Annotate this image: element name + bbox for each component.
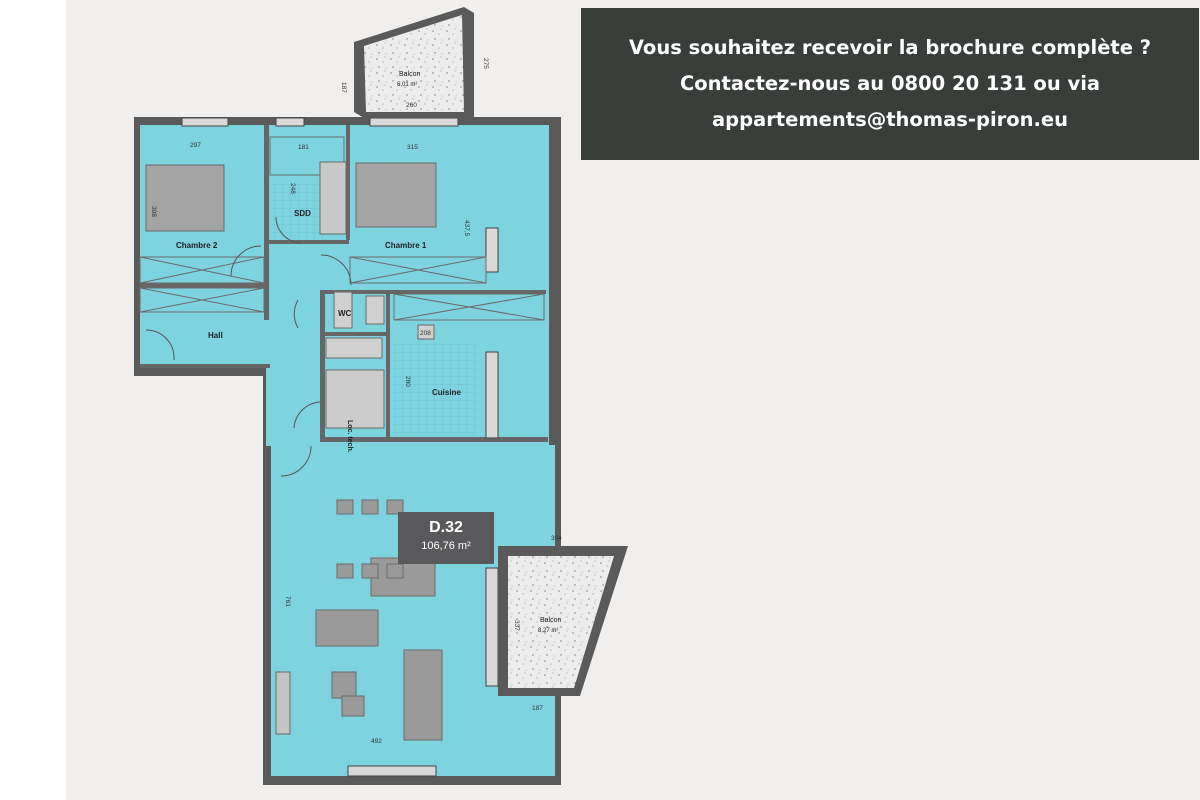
contact-line-2: Contactez-nous au 0800 20 131 ou via [679, 72, 1101, 95]
apartment-badge: D.32 106,76 m² [398, 512, 494, 564]
dim-260: 260 [406, 102, 417, 109]
doors [145, 216, 352, 477]
balcony-right-label: Balcon [540, 617, 562, 624]
room-chambre-1: Chambre 1 [385, 241, 427, 250]
balcony-right-area: 8,27 m² [538, 628, 558, 634]
balcony-top-area: 6,01 m² [397, 82, 417, 88]
contact-line-3: appartements@thomas-piron.eu [711, 108, 1069, 131]
furniture [145, 161, 443, 741]
floor-plan: Chambre 2 Chambre 1 SDD Hall WC Cuisine … [134, 7, 628, 785]
apartment-code: D.32 [429, 519, 463, 536]
balcony-right [498, 546, 628, 696]
dim-437: 437,5 [463, 220, 470, 237]
dim-492: 492 [371, 738, 382, 745]
dim-187a: 187 [340, 82, 347, 93]
dim-297: 297 [190, 142, 201, 149]
contact-info-box: Vous souhaitez recevoir la brochure comp… [581, 8, 1199, 160]
dim-761: 761 [284, 596, 291, 607]
room-loc-tech: Loc. tech. [346, 420, 353, 453]
dim-248: 248 [289, 183, 296, 194]
dim-315: 315 [407, 144, 418, 151]
dim-337: 337 [513, 620, 520, 631]
dim-280: 280 [404, 376, 411, 387]
room-labels: Chambre 2 Chambre 1 SDD Hall WC Cuisine … [176, 71, 562, 634]
dim-208: 208 [420, 330, 431, 337]
room-hall: Hall [208, 331, 223, 340]
balcony-top [354, 7, 474, 118]
room-wc: WC [338, 309, 352, 318]
dim-304: 304 [551, 535, 562, 542]
dim-275: 275 [482, 58, 489, 69]
balcony-top-label: Balcon [399, 71, 421, 78]
plan-canvas: Chambre 2 Chambre 1 SDD Hall WC Cuisine … [66, 0, 1200, 800]
windows [181, 117, 499, 777]
room-chambre-2: Chambre 2 [176, 241, 218, 250]
contact-line-1: Vous souhaitez recevoir la brochure comp… [628, 36, 1152, 59]
dim-187b: 187 [532, 705, 543, 712]
closets [139, 136, 545, 321]
dim-181: 181 [298, 144, 309, 151]
room-sdd: SDD [294, 209, 311, 218]
interior-walls [140, 125, 548, 442]
kitchen-tiles [394, 340, 476, 436]
dim-308: 308 [150, 206, 157, 217]
apartment-area: 106,76 m² [421, 540, 471, 552]
room-cuisine: Cuisine [432, 388, 461, 397]
